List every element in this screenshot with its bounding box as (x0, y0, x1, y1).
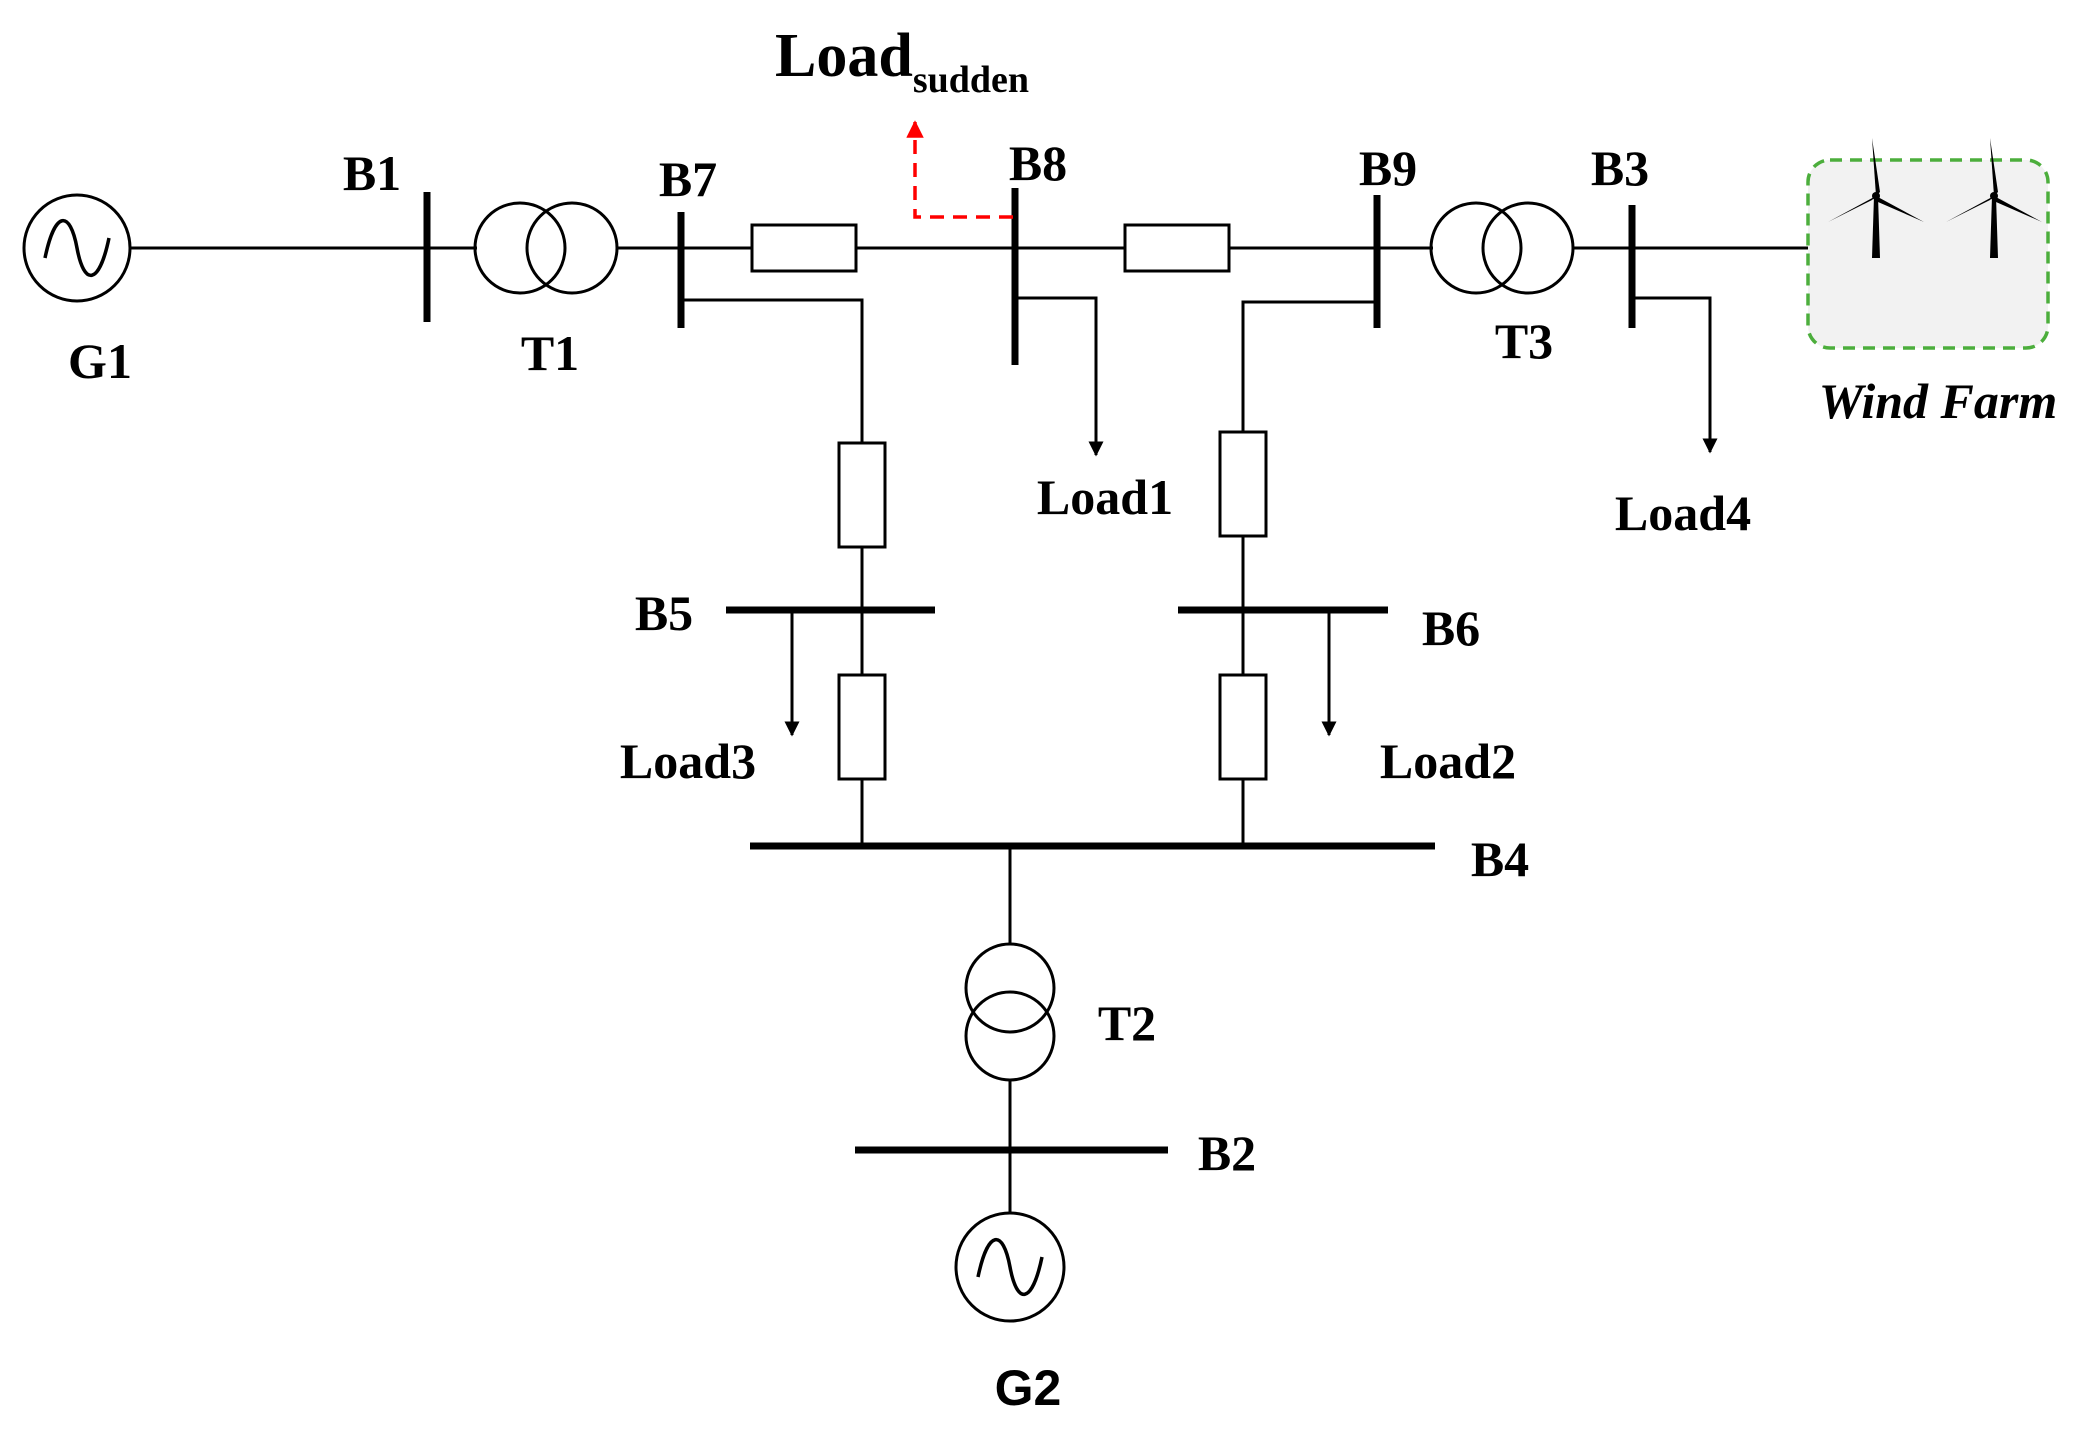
transformer-t1-label: T1 (521, 325, 579, 381)
sudden-load-sub: sudden (913, 59, 1029, 101)
wind-farm-label: Wind Farm (1819, 373, 2058, 429)
impedance-b5-b4 (837, 673, 887, 781)
load2-label: Load2 (1380, 733, 1516, 789)
bus-b5-label: B5 (635, 585, 693, 641)
line-b7-b5 (681, 298, 864, 443)
sudden-load-label: Loadsudden (775, 22, 1029, 101)
impedance-b6-b4 (1218, 673, 1268, 781)
generator-g1-label: G1 (68, 333, 132, 389)
transformer-t2 (964, 942, 1056, 1082)
transformer-t1 (473, 201, 619, 295)
transformer-t2-label: T2 (1098, 995, 1156, 1051)
bus-b7-label: B7 (659, 151, 717, 207)
bus-b6-label: B6 (1422, 600, 1480, 656)
bus-b1-label: B1 (343, 145, 401, 201)
load1-feeder (1015, 296, 1104, 457)
impedance-b7-b8 (750, 223, 858, 273)
transformer-t3 (1429, 201, 1575, 295)
wind-farm-box (1806, 158, 2050, 350)
wind-turbine-icon (1828, 138, 1924, 258)
load3-label: Load3 (620, 733, 756, 789)
sudden-load-main: Load (775, 22, 913, 90)
impedance-b7-b5 (837, 441, 887, 549)
sine-wave-icon (43, 218, 111, 278)
transformer-t3-label: T3 (1495, 313, 1553, 369)
wind-turbine-icon (1946, 138, 2042, 258)
bus-b9-label: B9 (1359, 140, 1417, 196)
bus-b4-label: B4 (1471, 831, 1529, 887)
sudden-load-connection (906, 120, 1013, 219)
line-b9-b6 (1241, 300, 1377, 432)
load1-label: Load1 (1037, 469, 1173, 525)
impedance-b9-b6 (1218, 430, 1268, 538)
bus-b8-label: B8 (1009, 135, 1067, 191)
load4-label: Load4 (1615, 485, 1751, 541)
load4-feeder (1632, 296, 1718, 454)
generator-g2 (954, 1211, 1066, 1323)
generator-g1 (22, 193, 132, 303)
sine-wave-icon (976, 1237, 1044, 1297)
wind-farm (1806, 138, 2050, 350)
impedance-b8-b9 (1123, 223, 1231, 273)
bus-b3-label: B3 (1591, 140, 1649, 196)
sudden-load-dashed-line (906, 120, 1013, 219)
generator-g2-label: G2 (995, 1360, 1062, 1416)
bus-b2-label: B2 (1198, 1125, 1256, 1181)
